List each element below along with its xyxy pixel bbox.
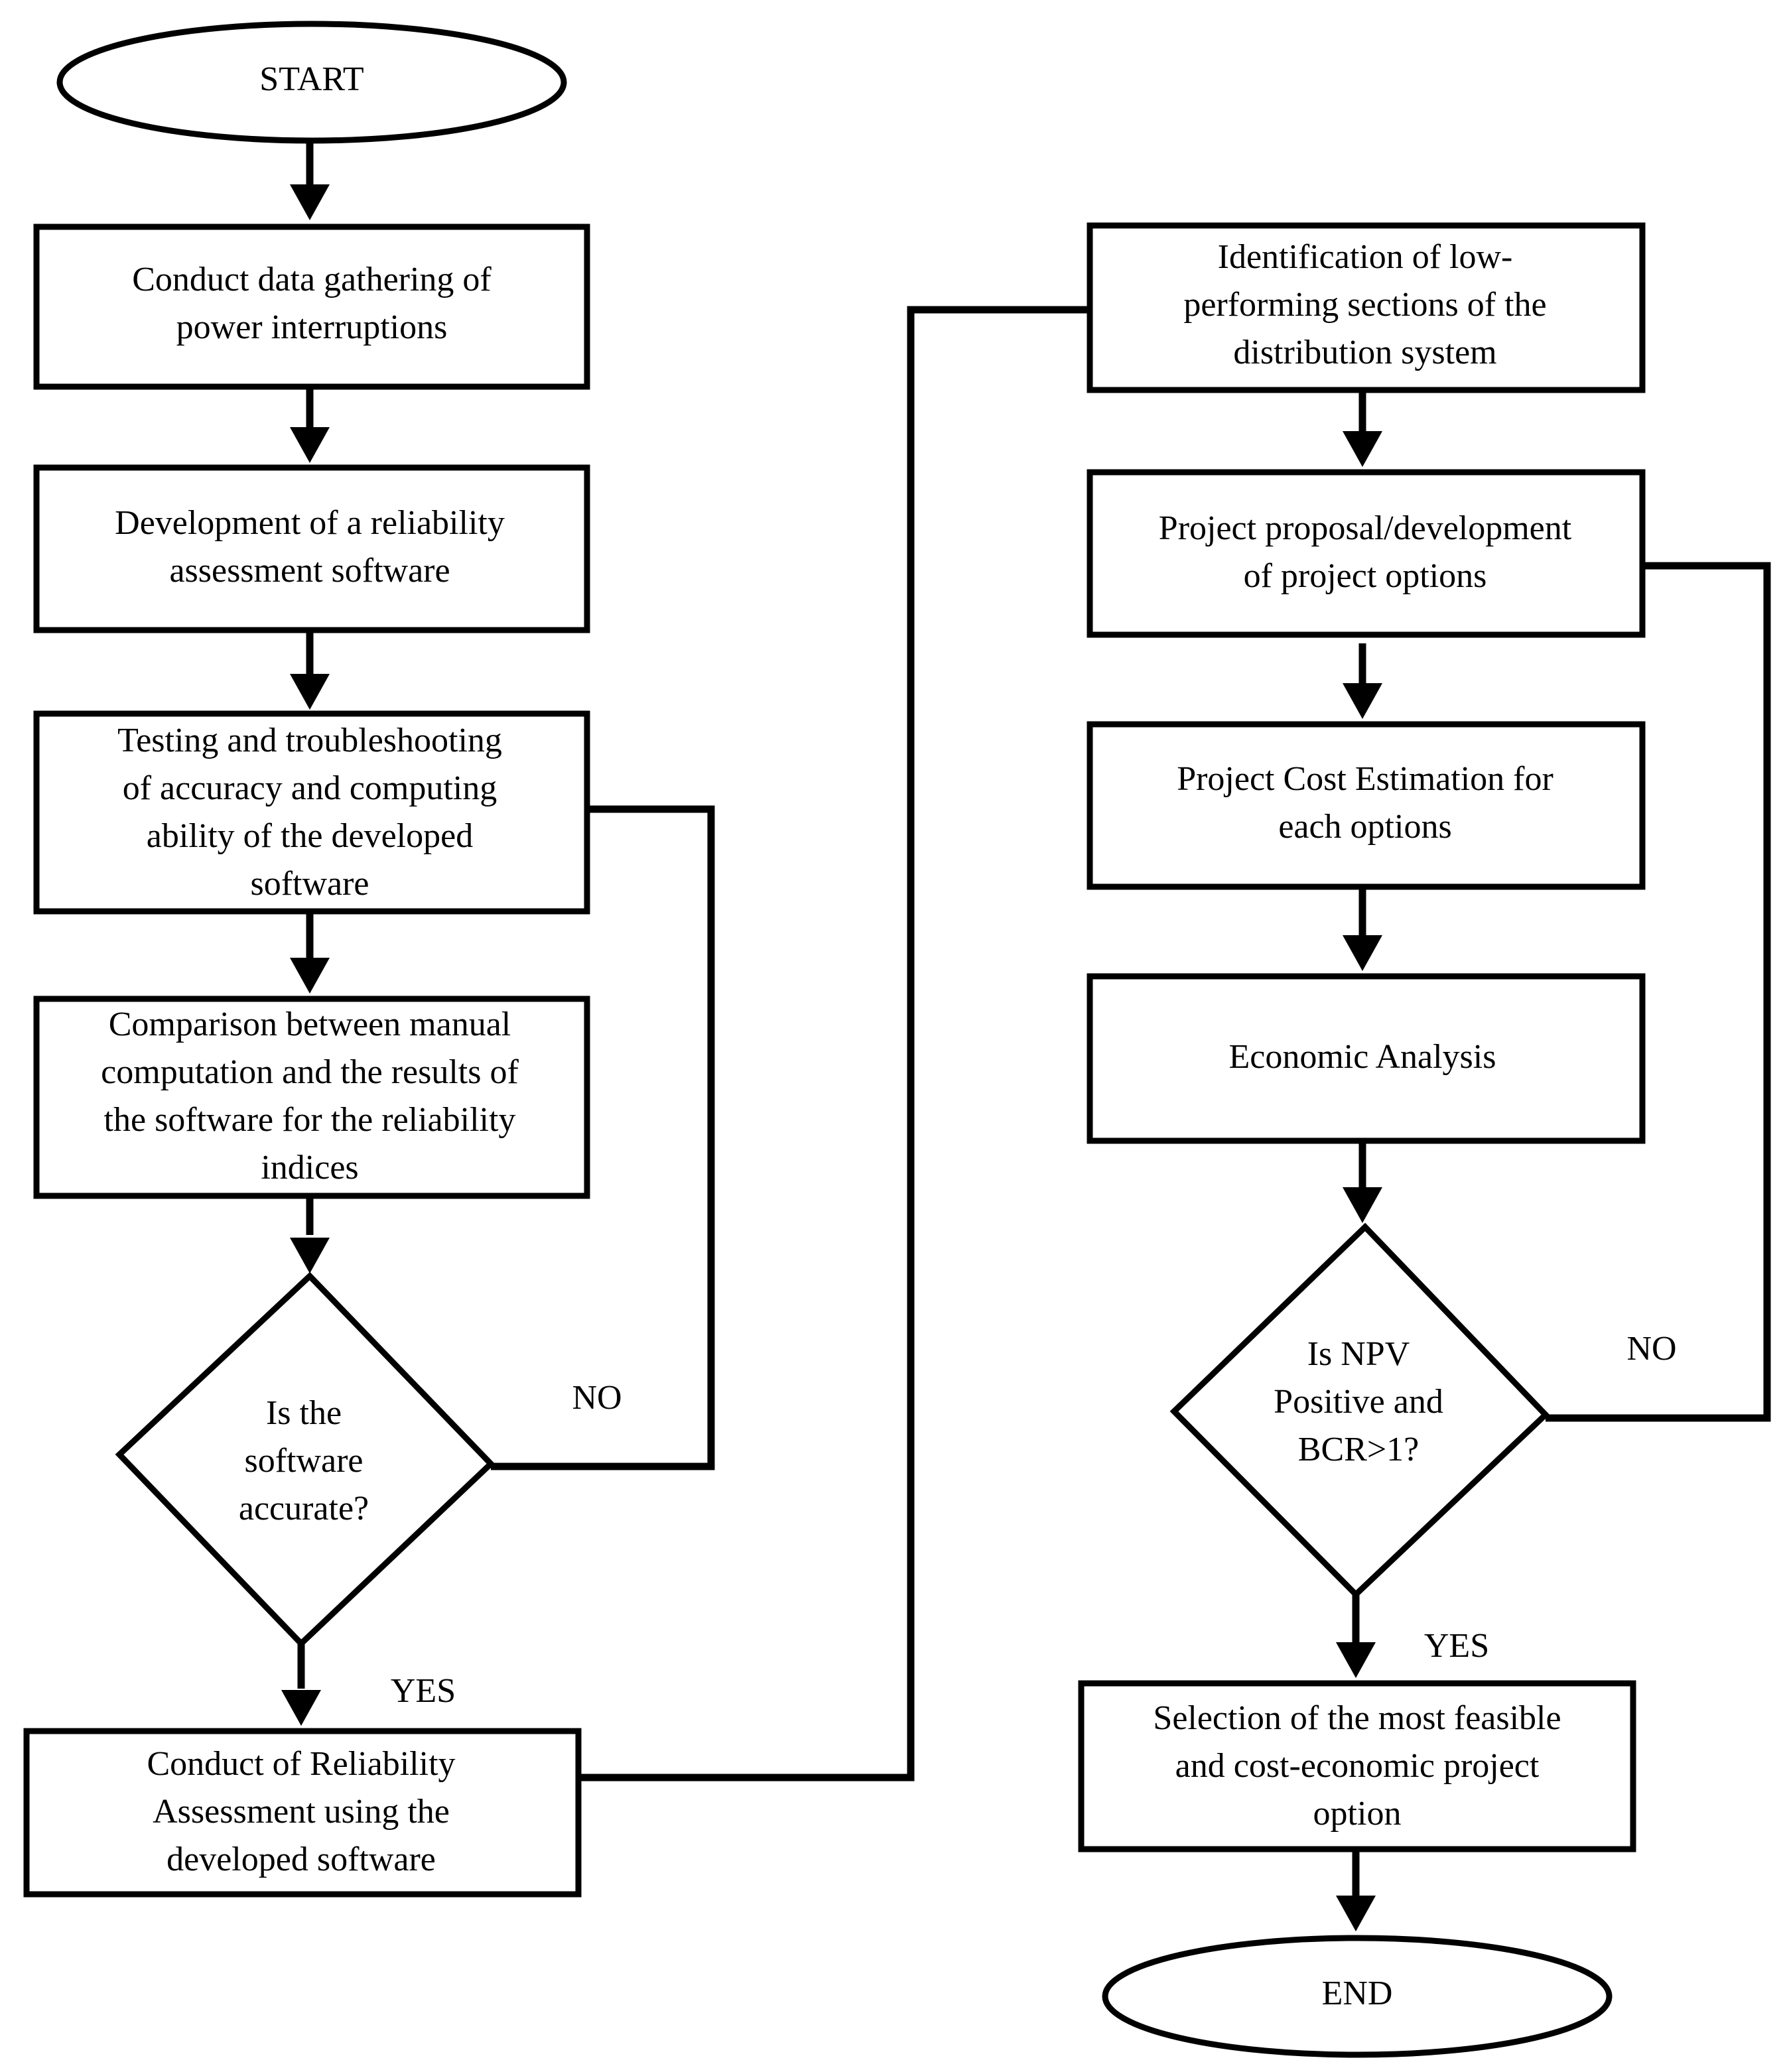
process-label: Selection of the most feasible and cost-e… xyxy=(1153,1699,1561,1833)
arrowheads xyxy=(281,184,1382,1931)
process-identification: Identification of low-performing section… xyxy=(1087,222,1646,393)
edge-label-yes-right: YES xyxy=(1424,1627,1489,1665)
process-data-gathering: Conduct data gathering of power interrupt… xyxy=(33,224,590,390)
process-label: Development of a reliability assessment s… xyxy=(115,504,505,590)
label-line: BCR>1? xyxy=(1298,1431,1419,1468)
arrowhead xyxy=(290,674,330,710)
label-line: Development of a reliability xyxy=(115,504,505,542)
process-box xyxy=(1087,973,1646,1144)
label-line: each options xyxy=(1278,808,1451,846)
label-line: power interruptions xyxy=(176,308,448,346)
arrowhead xyxy=(281,1690,321,1726)
process-label: Project proposal/development of project o… xyxy=(1159,509,1572,595)
process-box xyxy=(33,464,590,633)
process-box xyxy=(33,224,590,390)
process-label: Testing and troubleshooting of accuracy a… xyxy=(117,722,502,903)
process-proposal: Project proposal/development of project o… xyxy=(1087,469,1646,638)
label-line: of accuracy and computing xyxy=(123,769,497,807)
process-box xyxy=(1087,222,1646,393)
label-line: accurate? xyxy=(239,1490,369,1527)
decision-software-accurate: Is the software accurate? xyxy=(115,1271,495,1648)
decision-diamond xyxy=(115,1271,495,1648)
process-box xyxy=(1087,721,1646,890)
label-line: software xyxy=(250,865,369,903)
start-terminal: START xyxy=(56,21,567,144)
label-line: software xyxy=(244,1442,363,1480)
label-line: Selection of the most feasible xyxy=(1153,1699,1561,1737)
process-box xyxy=(1078,1680,1636,1852)
end-label: END xyxy=(1322,1975,1393,2012)
connector-decision-no-loop xyxy=(491,805,715,1470)
label-line: Is the xyxy=(266,1394,342,1432)
label-line: Conduct of Reliability xyxy=(147,1745,455,1783)
label-line: START xyxy=(259,60,363,98)
label-line: END xyxy=(1322,1975,1393,2012)
label-line: Testing and troubleshooting xyxy=(117,722,502,759)
label-line: performing sections of the xyxy=(1183,286,1546,324)
label-line: Project proposal/development xyxy=(1159,509,1572,547)
edge-label-yes-left: YES xyxy=(391,1672,456,1710)
label-line: the software for the reliability xyxy=(104,1101,516,1139)
process-box xyxy=(33,996,590,1199)
process-label: Project Cost Estimation for each options xyxy=(1177,760,1553,846)
arrowhead xyxy=(290,427,330,463)
edge-label-no-left: NO xyxy=(572,1379,622,1417)
end-ellipse xyxy=(1102,1935,1613,2058)
label-line: Is NPV xyxy=(1307,1335,1410,1373)
process-label: Conduct data gathering of power interrupt… xyxy=(132,261,492,346)
process-comparison: Comparison between manual computation and… xyxy=(33,996,590,1199)
label-line: assessment software xyxy=(169,552,450,590)
arrowhead xyxy=(1336,1896,1376,1931)
process-label: Identification of low-performing section… xyxy=(1183,238,1546,371)
label-line: ability of the developed xyxy=(147,817,473,855)
label-line: indices xyxy=(261,1149,358,1187)
process-testing: Testing and troubleshooting of accuracy a… xyxy=(33,710,590,915)
label-line: Comparison between manual xyxy=(109,1005,511,1043)
label-line: distribution system xyxy=(1233,334,1496,371)
end-terminal: END xyxy=(1102,1935,1613,2058)
process-box xyxy=(23,1728,582,1898)
connector-assessment-to-identification xyxy=(578,306,1089,1781)
connector-npv-no-loop xyxy=(1546,562,1771,1422)
label-line: of project options xyxy=(1244,557,1487,595)
label-line: Positive and xyxy=(1274,1383,1443,1421)
label-line: option xyxy=(1313,1795,1402,1833)
process-economic-analysis: Economic Analysis xyxy=(1087,973,1646,1144)
start-ellipse xyxy=(56,21,567,144)
label-line: Economic Analysis xyxy=(1229,1038,1496,1076)
process-cost-estimation: Project Cost Estimation for each options xyxy=(1087,721,1646,890)
arrowhead xyxy=(290,184,330,220)
process-box xyxy=(33,710,590,915)
label-line: developed software xyxy=(166,1841,436,1878)
process-development: Development of a reliability assessment s… xyxy=(33,464,590,633)
arrowhead xyxy=(290,1238,330,1273)
arrowhead xyxy=(1336,1642,1376,1678)
label-line: and cost-economic project xyxy=(1175,1747,1540,1785)
process-label: Comparison between manual computation and… xyxy=(101,1005,519,1187)
start-label: START xyxy=(259,60,363,98)
arrowhead xyxy=(1343,935,1382,971)
decision-label: Is the software accurate? xyxy=(239,1394,369,1527)
label-line: Identification of low- xyxy=(1218,238,1513,276)
process-selection: Selection of the most feasible and cost-e… xyxy=(1078,1680,1636,1852)
label-line: Conduct data gathering of xyxy=(132,261,492,298)
connectors xyxy=(297,141,1771,1897)
edge-label-no-right: NO xyxy=(1626,1330,1676,1368)
process-box xyxy=(1087,469,1646,638)
label-line: Assessment using the xyxy=(153,1793,450,1831)
arrowhead xyxy=(1343,683,1382,719)
label-line: Project Cost Estimation for xyxy=(1177,760,1553,798)
label-line: computation and the results of xyxy=(101,1053,519,1091)
decision-diamond xyxy=(1169,1222,1550,1599)
arrowhead xyxy=(290,958,330,994)
arrowhead xyxy=(1343,1187,1382,1223)
arrowhead xyxy=(1343,431,1382,467)
process-label: Economic Analysis xyxy=(1229,1038,1496,1076)
